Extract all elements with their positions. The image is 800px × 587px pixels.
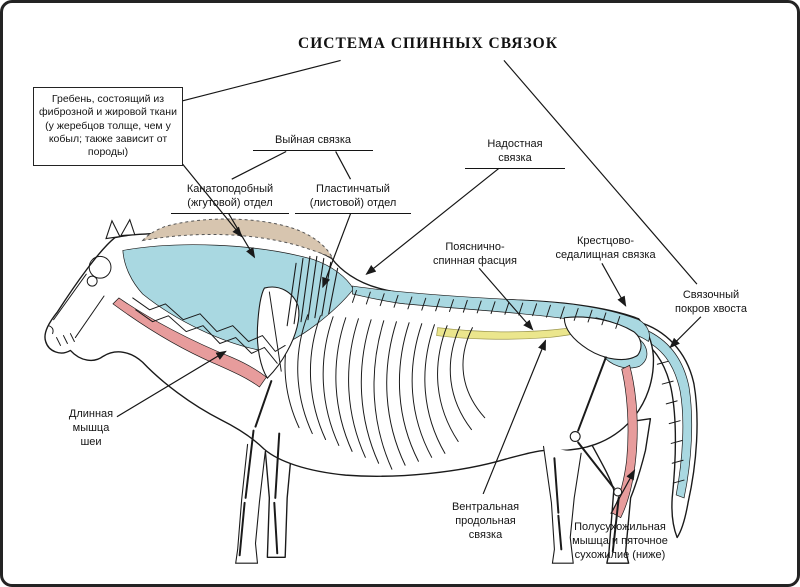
tail-vertebrae-hatches [656,360,685,484]
horse-anatomy-illustration [44,59,702,564]
label-longus-colli: Длинная мышца шеи [68,408,114,448]
label-crest: Гребень, состоящий из фиброзной и жирово… [33,87,183,166]
label-ventral-ligament: Вентральная продольная связка [451,501,520,541]
hock-joint [613,487,623,497]
label-semitendinosus: Полусухожильная мышца и пяточное сухожил… [572,521,668,561]
label-tail-ligament-cover: Связочный покров хвоста [675,289,747,315]
label-nuchal-ligament: Выйная связка [253,134,373,151]
label-sacrosciatic-ligament: Крестцово- седалищная связка [555,235,656,261]
wither-spinous-processes [286,255,339,327]
label-funicular-part: Канатоподобный (жгутовой) отдел [171,183,289,214]
limb-bones [238,356,620,557]
back-spinous-processes [351,290,621,329]
pelvis [563,316,642,361]
tail [632,321,698,539]
callout-lines [116,59,702,515]
ears [105,218,136,240]
crest-shape [141,218,334,260]
eye-socket [86,275,98,287]
label-supraspinous-ligament: Надостная связка [465,138,565,169]
near-legs [235,443,582,564]
diagram-title: СИСТЕМА СПИННЫХ СВЯЗОК [298,35,558,52]
patella [569,431,581,443]
label-lumbodorsal-fascia: Пояснично- спинная фасция [433,241,517,267]
tail-ligament-cover-shape [641,329,693,499]
skull [48,255,112,346]
label-lamellar-part: Пластинчатый (листовой) отдел [295,183,411,214]
nostril [48,325,54,335]
cervical-vertebrae [132,297,286,364]
longus-colli-shape [112,297,267,388]
